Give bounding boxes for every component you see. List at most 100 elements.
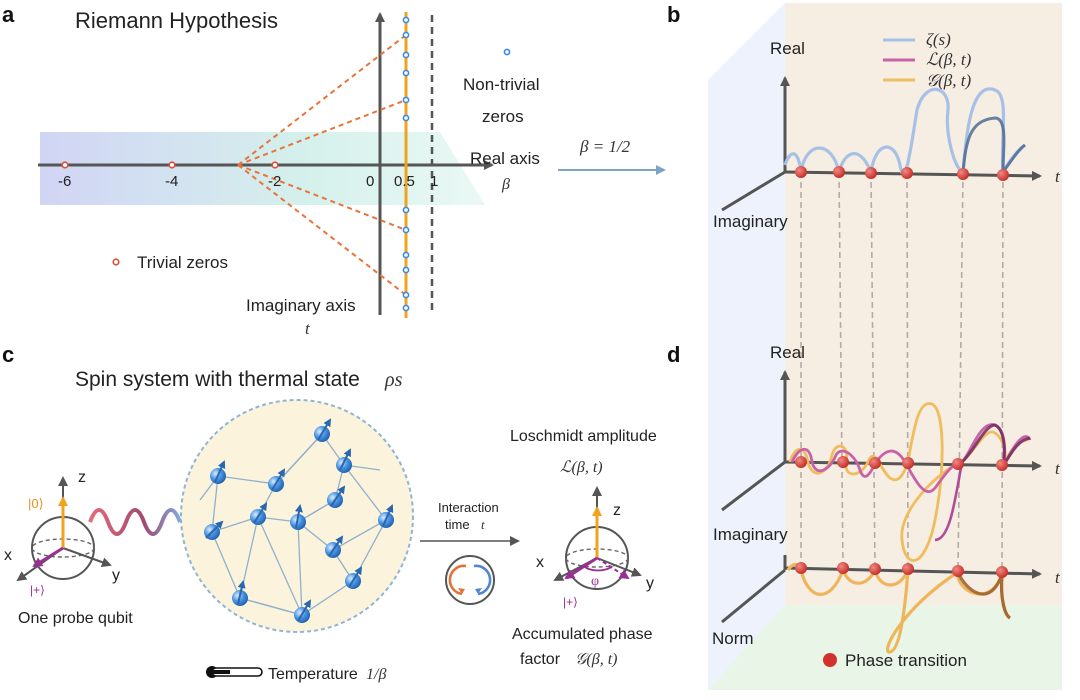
d-norm-axis (721, 568, 786, 624)
nontrivial-label-line2: zeros (482, 107, 524, 126)
nontrivial-zeros (402, 16, 410, 312)
panel-a: Riemann Hypothesis (38, 8, 666, 338)
spin (210, 460, 226, 484)
transition-connectors (800, 171, 1004, 571)
imaginary-axis-label: Imaginary axis (246, 296, 356, 315)
d-imag-axis (721, 460, 786, 512)
spin (327, 485, 346, 508)
interaction-t-symbol: t (481, 517, 485, 532)
panel-c: Spin system with thermal state ρs z x y … (4, 368, 657, 683)
temperature-symbol: 1/β (366, 666, 386, 683)
zeta-curve-dark (961, 116, 1026, 177)
phase-transition-marker (823, 653, 837, 667)
trivial-zeros-label: Trivial zeros (137, 253, 228, 272)
probe-z-label: z (78, 469, 86, 486)
output-x-label: x (536, 554, 544, 571)
trivial-zero-legend-marker (112, 258, 120, 266)
loschmidt-label: Loschmidt amplitude (510, 428, 657, 445)
real-axis-symbol: β (501, 176, 510, 193)
loschmidt-loop (934, 461, 964, 542)
b-imag-axis (721, 170, 786, 212)
d-norm-label: Norm (712, 629, 754, 648)
interaction-label-line1: Interaction (438, 500, 499, 515)
thermometer-icon (206, 666, 263, 678)
tick-label: 0 (366, 173, 374, 190)
nontrivial-label-line1: Non-trivial (463, 75, 540, 94)
beta-half-label: β = 1/2 (579, 137, 631, 156)
panel-label-a: a (2, 2, 15, 27)
trivial-zeros (61, 161, 279, 169)
output-z-label: z (613, 502, 621, 519)
spin (290, 504, 306, 530)
output-y-label: y (646, 575, 654, 592)
tick-label: 1 (430, 173, 438, 190)
d-imag-label: Imaginary (713, 525, 788, 544)
ket-plus-label: |+⟩ (30, 583, 45, 597)
tick-label: -6 (58, 173, 71, 190)
accumulated-phase-line1: Accumulated phase (512, 626, 653, 643)
probe-x-label: x (4, 547, 12, 564)
g-curve-upper (788, 402, 1029, 562)
critical-band (40, 132, 485, 205)
panel-label-d: d (667, 342, 680, 367)
d-zeros-bottom (795, 562, 1008, 578)
spin (314, 418, 332, 442)
d-real-label: Real (770, 343, 805, 362)
accumulated-phase-symbol: 𝒢(β, t) (575, 651, 617, 668)
interaction-wave (88, 508, 182, 536)
b-real-label: Real (770, 39, 805, 58)
spin (378, 504, 394, 528)
output-ket-plus-label: |+⟩ (563, 595, 578, 609)
spin (250, 502, 268, 525)
output-bloch-sphere (553, 486, 642, 590)
b-imag-label: Imaginary (713, 212, 788, 231)
legend-zeta: ζ(s) (926, 30, 951, 49)
spin (345, 566, 363, 589)
evolution-cycle-icon (445, 555, 495, 605)
b-t-label: t (1055, 167, 1061, 186)
spin (232, 580, 248, 606)
imaginary-axis-symbol: t (305, 319, 311, 338)
spin (268, 468, 286, 492)
panels-bd-background (708, 3, 1062, 690)
loschmidt-curve-dark (960, 423, 1031, 467)
real-axis-label: Real axis (470, 149, 540, 168)
nontrivial-zero-legend-marker (503, 48, 511, 56)
spin (204, 520, 224, 540)
spin (325, 535, 344, 558)
panel-b: ζ(s) ℒ(β, t) 𝒢(β, t) Real Imaginary t (713, 30, 1061, 231)
tick-label: 0.5 (394, 173, 415, 190)
d-t-label-top: t (1055, 459, 1061, 478)
rho-s-symbol: ρs (384, 369, 403, 391)
spin-system-disk (180, 399, 414, 633)
phi-label: φ (591, 574, 599, 589)
probe-bloch-sphere (16, 476, 112, 582)
temperature-label: Temperature (268, 666, 358, 683)
zeta-curve (783, 87, 1026, 178)
d-zeros-top (795, 456, 1008, 471)
interaction-label-line2: time (445, 517, 470, 532)
riemann-title: Riemann Hypothesis (75, 8, 278, 33)
spin-system-title: Spin system with thermal state (75, 368, 360, 391)
loschmidt-symbol: ℒ(β, t) (560, 459, 603, 476)
ket-zero-label: |0⟩ (28, 496, 44, 511)
phase-transition-label: Phase transition (845, 651, 967, 670)
legend-loschmidt: ℒ(β, t) (926, 50, 972, 69)
panel-d: Real Imaginary t Norm t Phase transition (712, 343, 1061, 670)
d-t-label-bottom: t (1055, 568, 1061, 587)
accumulated-phase-line2: factor (520, 651, 561, 668)
tick-label: -2 (268, 173, 281, 190)
spin (294, 599, 312, 623)
contour-lines (237, 34, 407, 296)
real-axis-ticks: -6 -4 -2 0 0.5 1 (58, 173, 438, 190)
tick-label: -4 (165, 173, 178, 190)
spin (336, 448, 352, 473)
spins (204, 418, 394, 623)
legend-g: 𝒢(β, t) (926, 71, 971, 90)
probe-y-label: y (112, 567, 120, 584)
probe-qubit-label: One probe qubit (18, 610, 133, 627)
b-zeros (795, 166, 1009, 181)
panel-label-c: c (2, 342, 14, 367)
panel-label-b: b (667, 2, 680, 27)
